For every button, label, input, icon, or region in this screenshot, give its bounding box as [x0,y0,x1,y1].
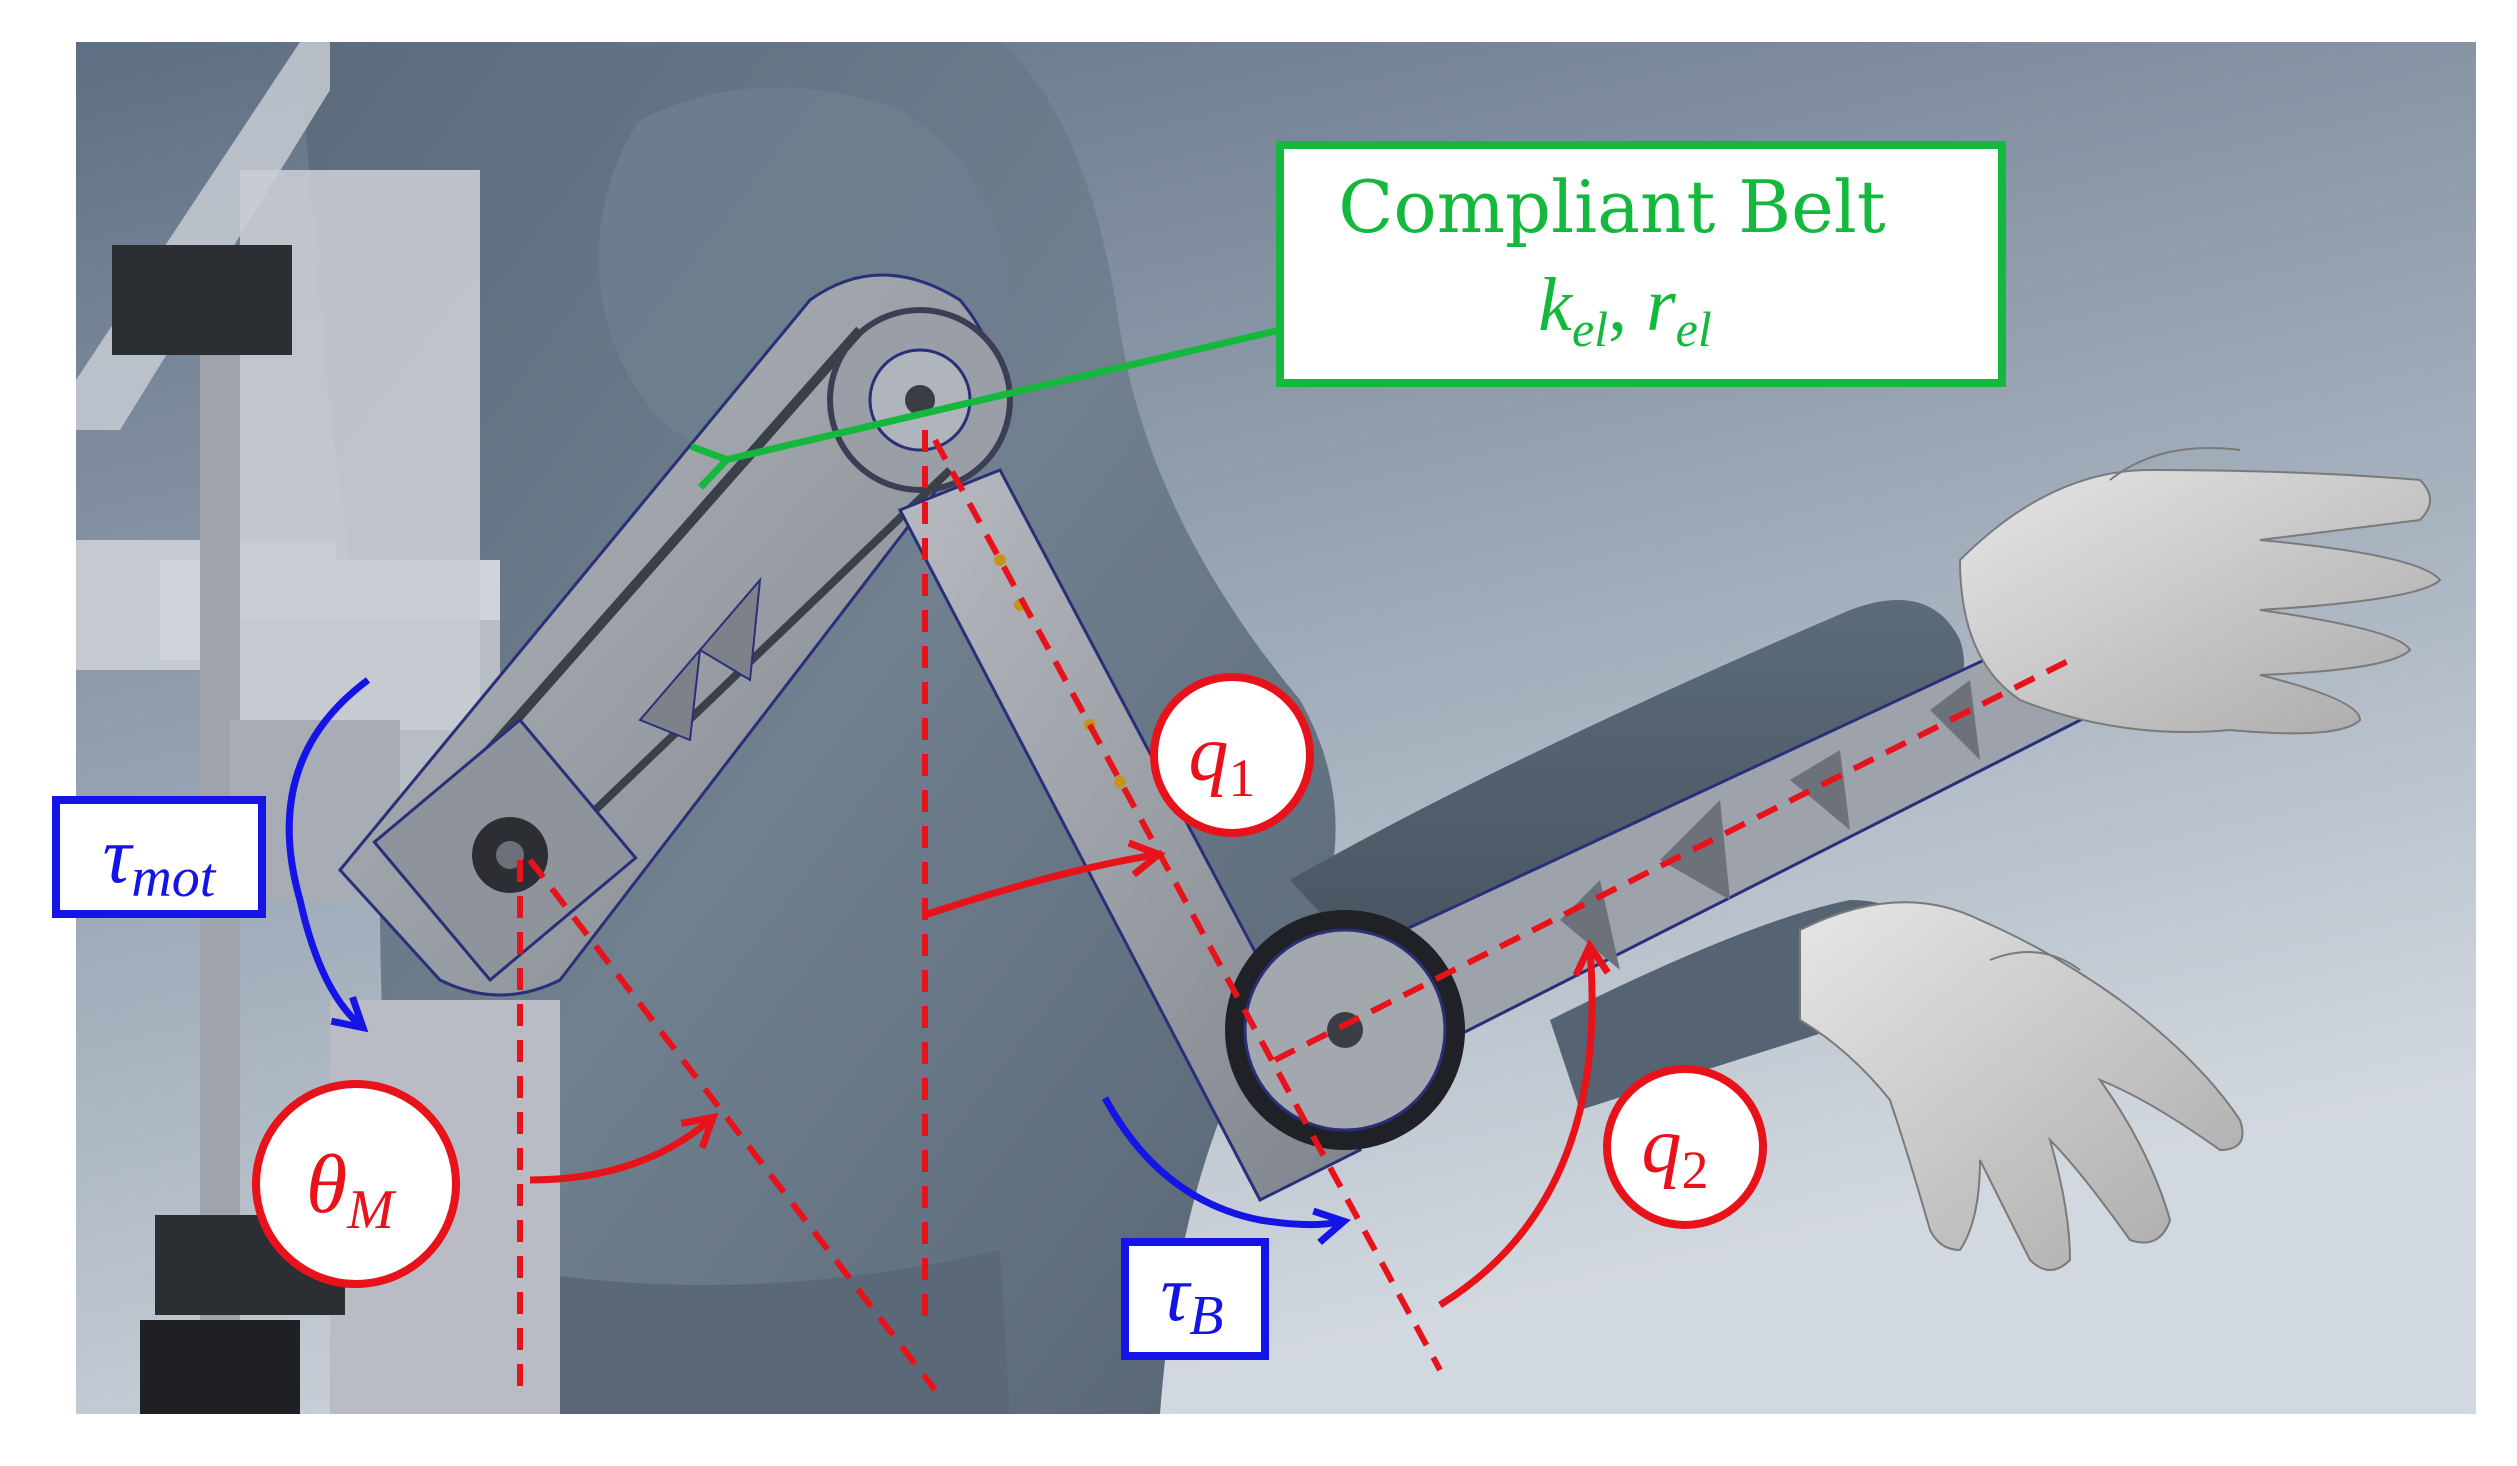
q2-arc [1438,938,1611,1308]
compliant-belt-annotation: Compliant Belt kel, rel [689,141,2006,490]
svg-text:θM: θM [306,1138,397,1241]
svg-text:τmot: τmot [103,812,217,909]
belt-label-parameters: kel, rel [1538,263,1712,357]
theta-m-label: θM [252,1080,460,1288]
elbow-pulley [1225,910,1465,1150]
belt-r-symbol: r [1646,263,1676,347]
upper-hand [1958,447,2442,735]
theta-m-arc [529,1112,719,1184]
q2-forearm-reference [1273,657,2072,1063]
tau-b-symbol: τ [1161,1250,1193,1338]
belt-r-subscript: el [1676,301,1712,357]
belt-separator: , [1608,263,1646,347]
belt-k-subscript: el [1572,301,1608,357]
theta-m-subscript: M [346,1179,397,1241]
q2-symbol: q [1642,1102,1682,1190]
q1-symbol: q [1189,710,1229,798]
tau-b-label: τB [1121,1238,1269,1360]
angle-arcs [529,839,1611,1308]
tau-mot-symbol: τ [103,812,135,900]
tau-b-arc [1101,1096,1351,1246]
q1-arc [923,839,1166,919]
lower-hand [1799,901,2244,1271]
svg-text:τB: τB [1161,1250,1224,1347]
tau-mot-subscript: mot [131,847,216,909]
q1-label: q1 [1150,673,1314,837]
torque-arcs [285,677,1351,1246]
q1-link-reference [932,438,1443,1372]
belt-label-title: Compliant Belt [1338,165,1886,249]
belt-k-symbol: k [1538,263,1573,347]
q2-label: q2 [1603,1065,1767,1229]
tau-mot-arc [285,677,371,1033]
q2-subscript: 2 [1682,1140,1709,1200]
upper-arm-link [338,273,1013,997]
reference-lines [517,430,2072,1392]
theta-m-link-reference [527,858,938,1392]
svg-text:q1: q1 [1189,710,1256,808]
svg-text:q2: q2 [1642,1102,1709,1200]
q1-subscript: 1 [1229,748,1256,808]
tau-mot-label: τmot [52,796,266,918]
belt-pointer-arrow [689,326,1281,490]
tau-b-subscript: B [1189,1285,1223,1347]
belt-label-box [1276,141,2006,387]
theta-m-symbol: θ [306,1138,347,1231]
